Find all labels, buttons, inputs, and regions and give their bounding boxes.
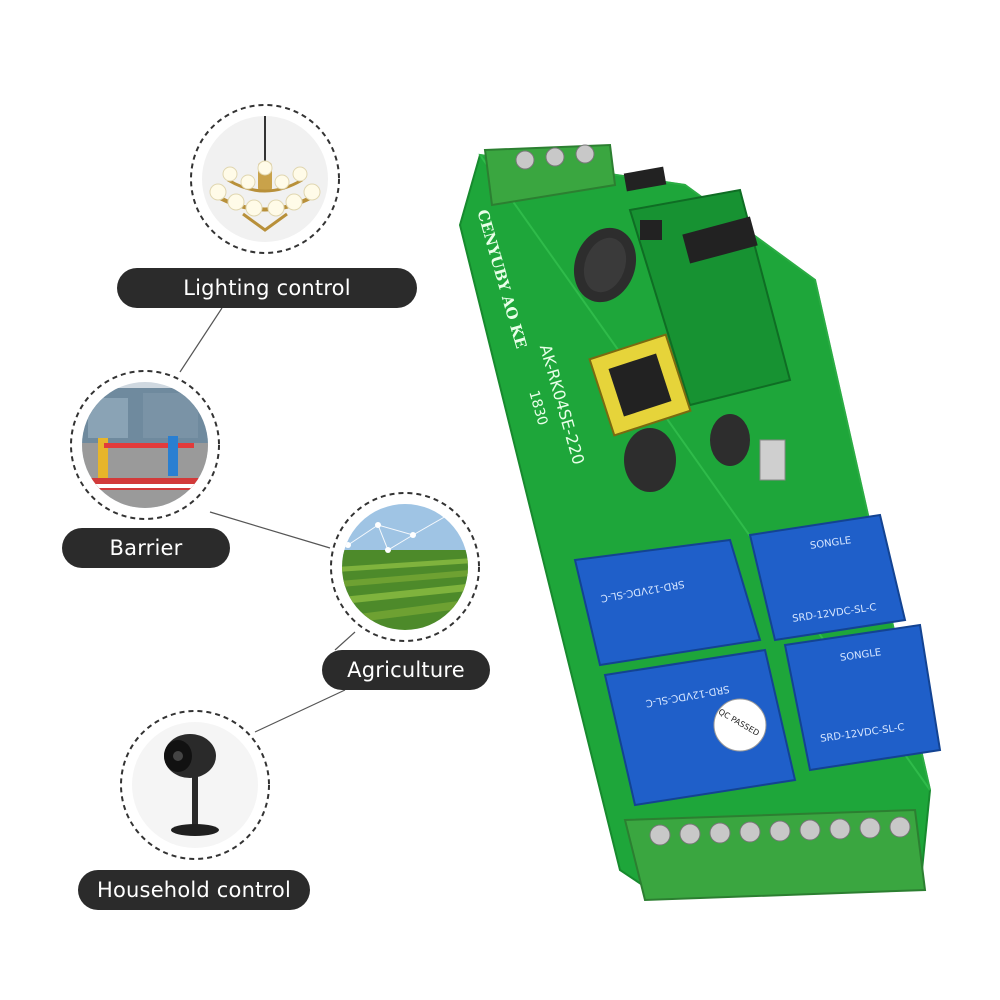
- agriculture-label: Agriculture: [322, 650, 490, 690]
- pcb-drawing: [458, 143, 942, 902]
- relay-board: CENYUBY AO KE AK-RK04SE-220 1830 SRD-12V…: [440, 130, 960, 910]
- lighting-control-circle: [188, 102, 342, 256]
- lighting-control-label: Lighting control: [117, 268, 417, 308]
- fan-icon: [120, 710, 270, 860]
- household-control-label: Household control: [78, 870, 310, 910]
- farm-field-icon: [330, 492, 480, 642]
- agriculture-circle: [328, 490, 482, 644]
- barrier-label: Barrier: [62, 528, 230, 568]
- chandelier-icon: [190, 104, 340, 254]
- household-control-circle: [118, 708, 272, 862]
- barrier-circle: [68, 368, 222, 522]
- parking-barrier-icon: [70, 370, 220, 520]
